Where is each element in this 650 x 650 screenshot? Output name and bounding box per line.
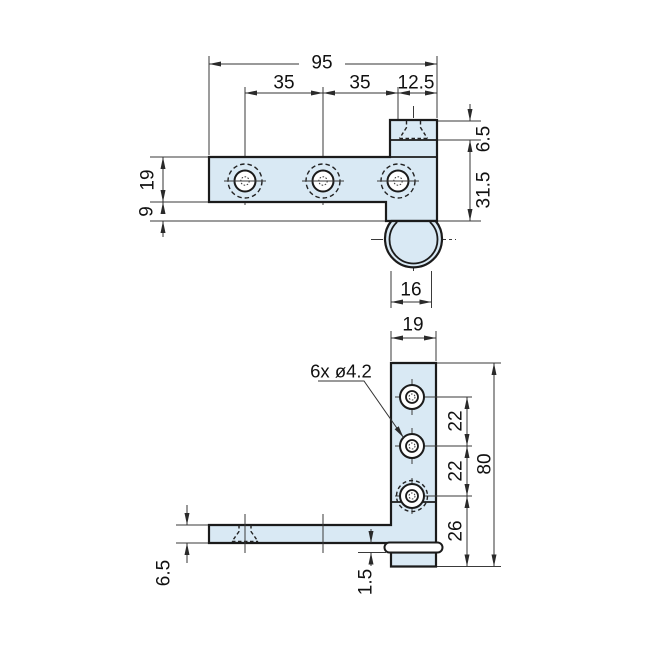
pivot-cup: [383, 219, 444, 269]
arm-hole-centerlines: [244, 514, 324, 553]
hinge-plate-plan: [207, 361, 438, 545]
screw-hole: [302, 163, 344, 199]
plan-view: 19 6x ø4.2 22 22 80 26 6.5 1.5: [154, 315, 501, 595]
dim-ring-clearance-label: 1.5: [356, 569, 377, 595]
dim-overall-length-label: 80: [475, 453, 496, 474]
dim-plate-height-label: 19: [138, 169, 159, 190]
plan-screw-holes: [395, 379, 472, 514]
pivot-cup-inner-wall: [388, 221, 439, 265]
knuckle-countersink-hidden: [398, 121, 429, 140]
hole-callout-label: 6x ø4.2: [310, 361, 372, 382]
dim-end-offset-label: 26: [446, 520, 467, 541]
dim-hole-pitch-right-label: 35: [349, 73, 370, 94]
dim-overall-width-label: 95: [311, 53, 332, 74]
pivot-pin-end: [389, 551, 438, 568]
screw-hole: [395, 379, 472, 415]
screw-hole-with-hidden-pivot: [395, 478, 472, 514]
front-screw-holes: [224, 163, 419, 199]
dim-cup-width-label: 16: [400, 280, 421, 301]
front-view: 95 35 35 12.5 19 9 6.5 31.5 16: [137, 53, 495, 308]
dim-hole-pitch-left-label: 35: [273, 73, 294, 94]
arm-countersink-hidden: [231, 525, 259, 543]
dim-hole-pitch-upper-label: 22: [446, 410, 467, 431]
front-dimension-lines: [160, 61, 473, 305]
pivot-ring-collar: [383, 541, 444, 554]
dim-pivot-offset-label: 12.5: [398, 73, 435, 94]
dim-step-offset-label: 9: [137, 206, 158, 217]
dim-hole-pitch-lower-label: 22: [446, 460, 467, 481]
dim-plate-width-label: 19: [402, 315, 423, 336]
screw-hole: [377, 163, 419, 199]
screw-hole: [395, 428, 472, 464]
dim-knuckle-height-label: 6.5: [474, 126, 495, 152]
dim-pivot-drop-label: 31.5: [474, 172, 495, 209]
screw-hole: [224, 163, 266, 199]
dim-arm-thickness-label: 6.5: [154, 560, 175, 586]
hole-callout-leader: [318, 380, 404, 438]
plan-dimension-lines: [184, 335, 497, 567]
